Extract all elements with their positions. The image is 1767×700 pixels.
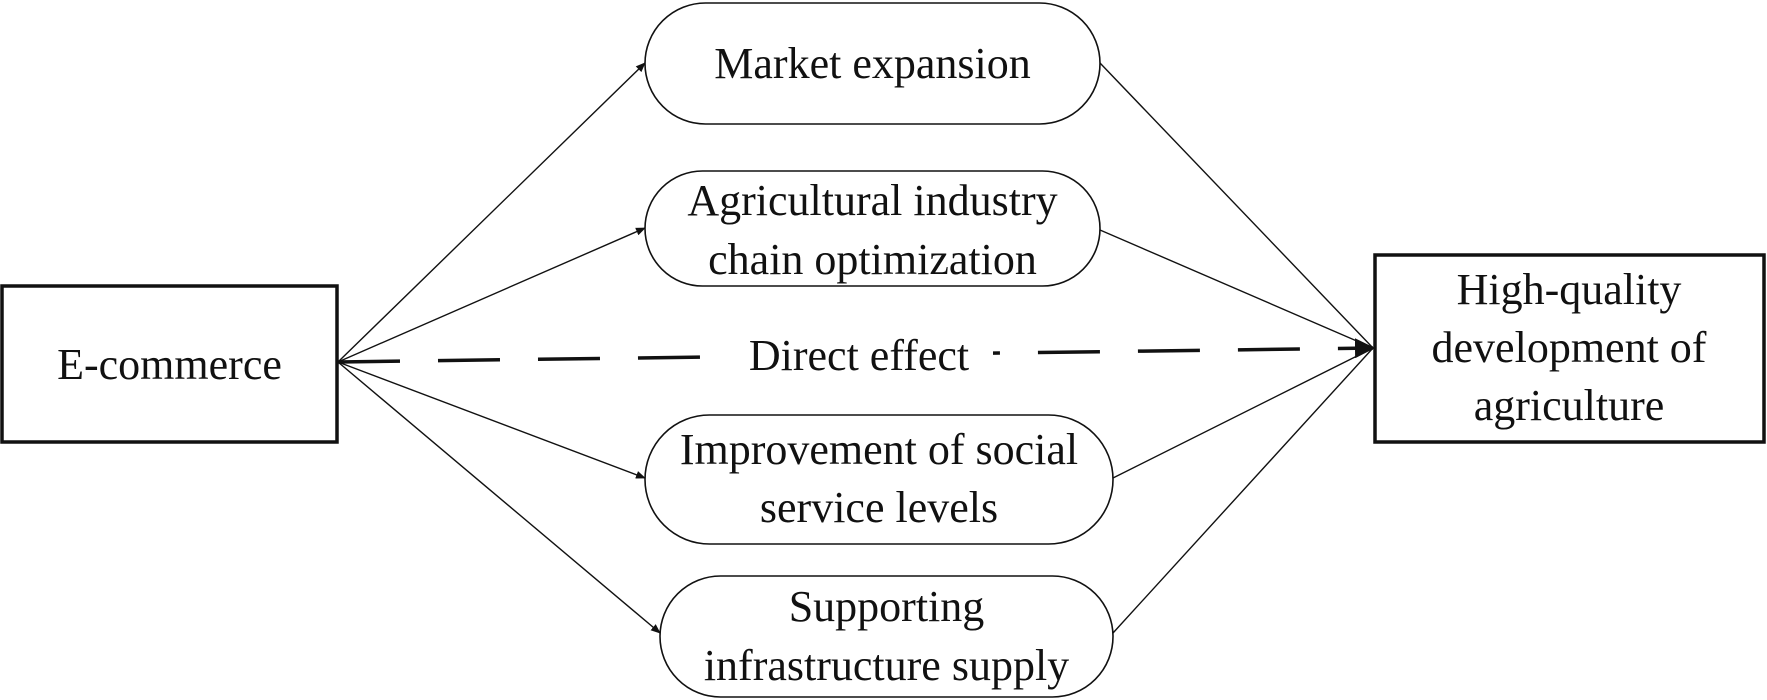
direct-effect-label: Direct effect bbox=[749, 331, 969, 380]
source-box bbox=[0, 284, 339, 444]
target-label-line-1: High-quality bbox=[1457, 265, 1682, 314]
mediator-infrastructure-line-1: Supporting bbox=[789, 582, 985, 631]
line-social-to-target bbox=[1112, 347, 1374, 479]
arrow-to-social-service bbox=[337, 361, 646, 479]
target-box bbox=[1373, 253, 1766, 444]
line-infrastructure-to-target bbox=[1112, 347, 1374, 634]
arrow-to-industry-chain bbox=[337, 227, 646, 363]
direct-effect-label-bg bbox=[725, 330, 993, 382]
mediator-social-service-line-1: Improvement of social bbox=[680, 425, 1078, 474]
line-industry-to-target bbox=[1099, 229, 1374, 349]
mediator-market-expansion bbox=[644, 2, 1101, 125]
mediator-market-expansion-line-1: Market expansion bbox=[714, 39, 1030, 88]
arrow-to-market-expansion bbox=[337, 62, 646, 363]
mediator-infrastructure bbox=[659, 575, 1114, 698]
line-market-to-target bbox=[1099, 62, 1374, 349]
target-label-line-2: development of bbox=[1432, 323, 1707, 372]
mediator-industry-chain bbox=[644, 170, 1101, 287]
mediator-industry-chain-line-2: chain optimization bbox=[708, 235, 1037, 284]
mediator-social-service-line-2: service levels bbox=[760, 483, 998, 532]
source-label: E-commerce bbox=[57, 340, 282, 389]
mediator-industry-chain-line-1: Agricultural industry bbox=[687, 176, 1057, 225]
mediator-infrastructure-line-2: infrastructure supply bbox=[704, 641, 1069, 690]
target-label-line-3: agriculture bbox=[1474, 381, 1665, 430]
arrow-to-infrastructure bbox=[337, 361, 661, 634]
mediator-social-service bbox=[644, 414, 1114, 545]
